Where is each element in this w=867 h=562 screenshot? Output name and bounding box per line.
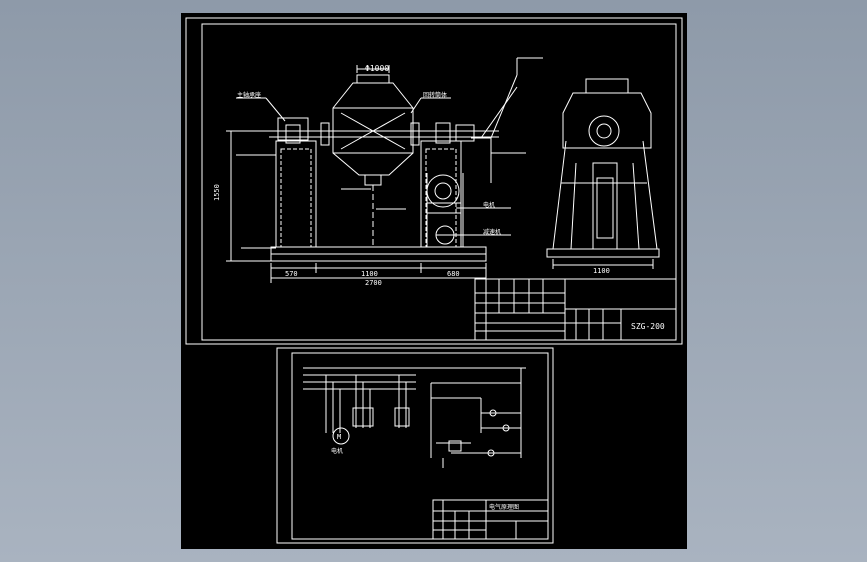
wiring-diagram: M 电机 — [303, 367, 526, 468]
drawing-canvas — [181, 13, 687, 549]
sheet-1-outer-border — [185, 17, 683, 345]
dim-side-width: 1100 — [593, 267, 610, 275]
label-reducer: 减速机 — [483, 228, 501, 236]
dim-1550: 1550 — [213, 184, 221, 201]
sheet-2: M 电机 — [276, 347, 554, 544]
sheet2-motor-label: 电机 — [331, 447, 343, 455]
side-view: 1100 — [546, 78, 660, 275]
front-view: Φ1000 570 1100 680 2700 1550 主轴承座 回转筒体 电… — [213, 57, 543, 287]
label-bearing: 主轴承座 — [237, 91, 261, 99]
dim-2700: 2700 — [365, 279, 382, 287]
left-support — [275, 140, 317, 248]
sheet-1: Φ1000 570 1100 680 2700 1550 主轴承座 回转筒体 电… — [185, 17, 683, 345]
sheet-2-outer-border — [276, 347, 554, 544]
dim-top-width: Φ1000 — [365, 64, 389, 73]
title-block-2: 电气原理图 — [432, 499, 549, 540]
double-cone-vessel — [332, 82, 414, 176]
side-vessel — [562, 92, 652, 149]
label-motor: 电机 — [483, 201, 495, 209]
dim-1100: 1100 — [361, 270, 378, 278]
sheet-1-inner-border — [201, 23, 677, 341]
title-block: SZG-200 — [474, 278, 677, 341]
right-support — [420, 140, 462, 248]
sheet-2-inner-border — [291, 352, 549, 540]
dim-570: 570 — [285, 270, 298, 278]
dim-680: 680 — [447, 270, 460, 278]
bearing-housing — [277, 117, 309, 141]
motor-symbol — [332, 427, 350, 445]
label-vessel: 回转筒体 — [423, 91, 447, 99]
drawing-model: SZG-200 — [631, 322, 665, 331]
cad-drawing: Φ1000 570 1100 680 2700 1550 主轴承座 回转筒体 电… — [185, 17, 683, 544]
sheet2-title: 电气原理图 — [489, 503, 519, 511]
motor-icon — [426, 174, 460, 208]
svg-text:M: M — [337, 433, 341, 441]
